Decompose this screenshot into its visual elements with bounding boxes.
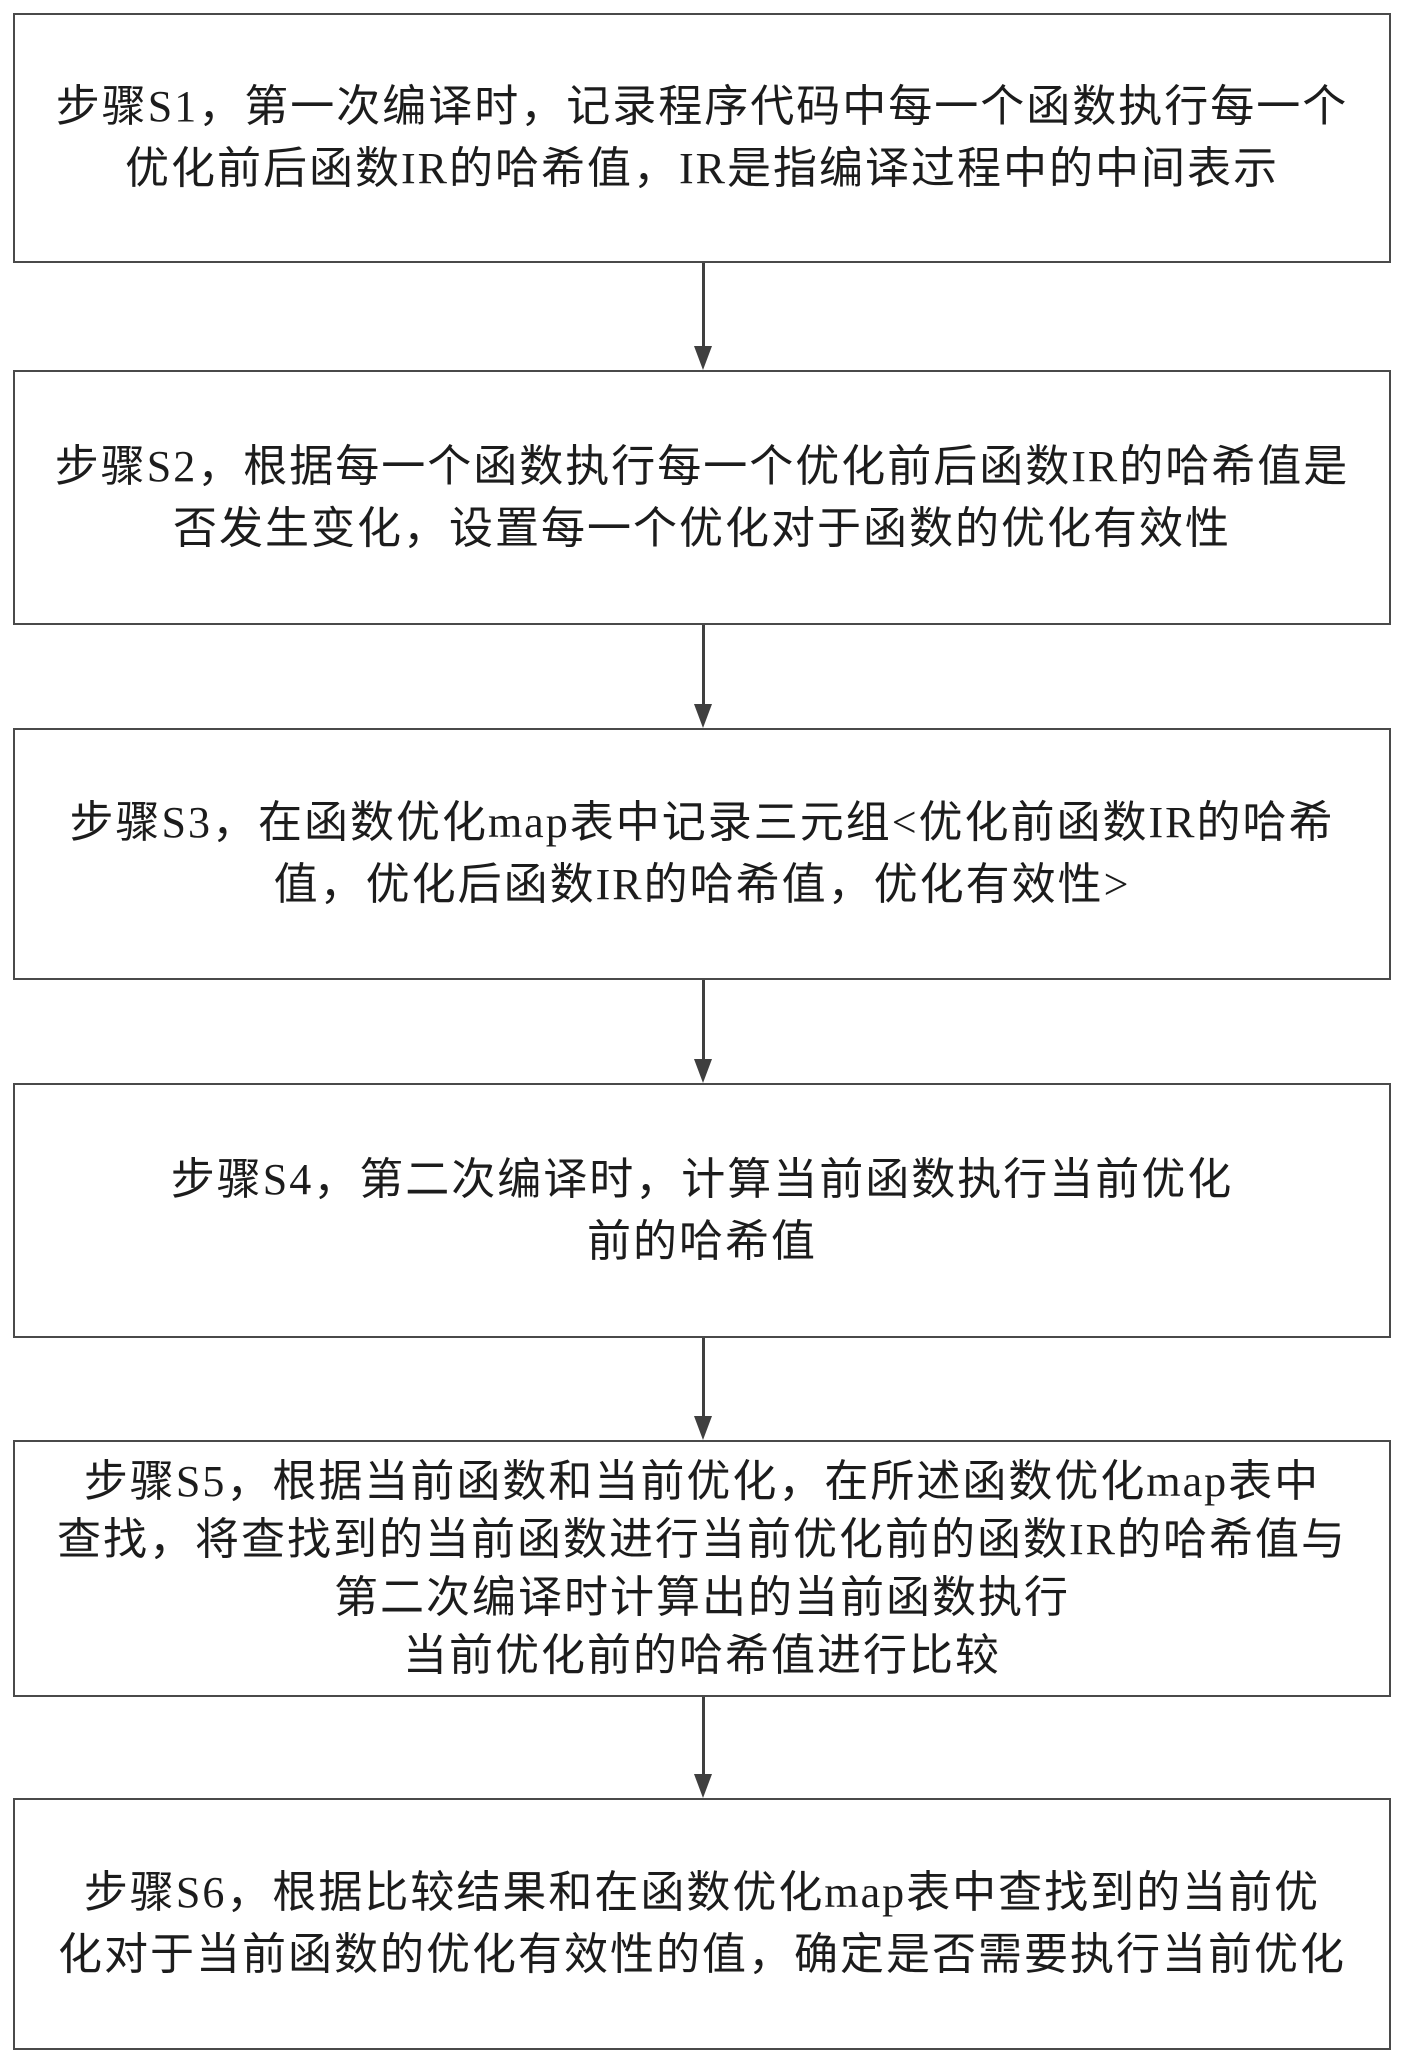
arrow-down-icon: [694, 1774, 712, 1798]
arrow-shaft: [701, 1697, 705, 1774]
step-text-line: 前的哈希值: [587, 1216, 817, 1266]
flow-step-s2: 步骤S2，根据每一个函数执行每一个优化前后函数IR的哈希值是否发生变化，设置每一…: [13, 370, 1391, 625]
step-text-line: 查找，将查找到的当前函数进行当前优化前的函数IR的哈希值与: [57, 1514, 1347, 1564]
connector-arrow-down-2: [694, 625, 712, 728]
flow-step-s6: 步骤S6，根据比较结果和在函数优化map表中查找到的当前优化对于当前函数的优化有…: [13, 1798, 1391, 2050]
step-text-line: 步骤S5，根据当前函数和当前优化，在所述函数优化map表中: [83, 1456, 1321, 1506]
flow-step-s5: 步骤S5，根据当前函数和当前优化，在所述函数优化map表中查找，将查找到的当前函…: [13, 1440, 1391, 1697]
step-text-line: 当前优化前的哈希值进行比较: [403, 1630, 1001, 1680]
step-text-line: 步骤S1，第一次编译时，记录程序代码中每一个函数执行每一个: [55, 82, 1349, 131]
arrow-shaft: [701, 263, 705, 346]
connector-arrow-down-5: [694, 1697, 712, 1798]
step-text-line: 化对于当前函数的优化有效性的值，确定是否需要执行当前优化: [58, 1930, 1346, 1979]
step-text-line: 步骤S6，根据比较结果和在函数优化map表中查找到的当前优: [83, 1868, 1321, 1917]
step-text-line: 值，优化后函数IR的哈希值，优化有效性>: [273, 860, 1131, 909]
arrow-down-icon: [694, 704, 712, 728]
connector-arrow-down-4: [694, 1338, 712, 1440]
flow-step-s3: 步骤S3，在函数优化map表中记录三元组<优化前函数IR的哈希值，优化后函数IR…: [13, 728, 1391, 980]
step-text-line: 第二次编译时计算出的当前函数执行: [334, 1572, 1070, 1622]
connector-arrow-down-3: [694, 980, 712, 1083]
arrow-down-icon: [694, 1416, 712, 1440]
step-text-line: 步骤S2，根据每一个函数执行每一个优化前后函数IR的哈希值是: [54, 441, 1350, 491]
arrow-down-icon: [694, 1059, 712, 1083]
step-text-line: 优化前后函数IR的哈希值，IR是指编译过程中的中间表示: [125, 144, 1279, 193]
step-text-line: 步骤S4，第二次编译时，计算当前函数执行当前优化: [170, 1154, 1234, 1204]
arrow-down-icon: [694, 346, 712, 370]
arrow-shaft: [701, 625, 705, 704]
step-text-line: 步骤S3，在函数优化map表中记录三元组<优化前函数IR的哈希: [69, 798, 1335, 847]
arrow-shaft: [701, 1338, 705, 1416]
step-text-line: 否发生变化，设置每一个优化对于函数的优化有效性: [173, 503, 1231, 553]
flow-step-s4: 步骤S4，第二次编译时，计算当前函数执行当前优化前的哈希值: [13, 1083, 1391, 1338]
connector-arrow-down-1: [694, 263, 712, 370]
flow-step-s1: 步骤S1，第一次编译时，记录程序代码中每一个函数执行每一个优化前后函数IR的哈希…: [13, 13, 1391, 263]
arrow-shaft: [701, 980, 705, 1059]
